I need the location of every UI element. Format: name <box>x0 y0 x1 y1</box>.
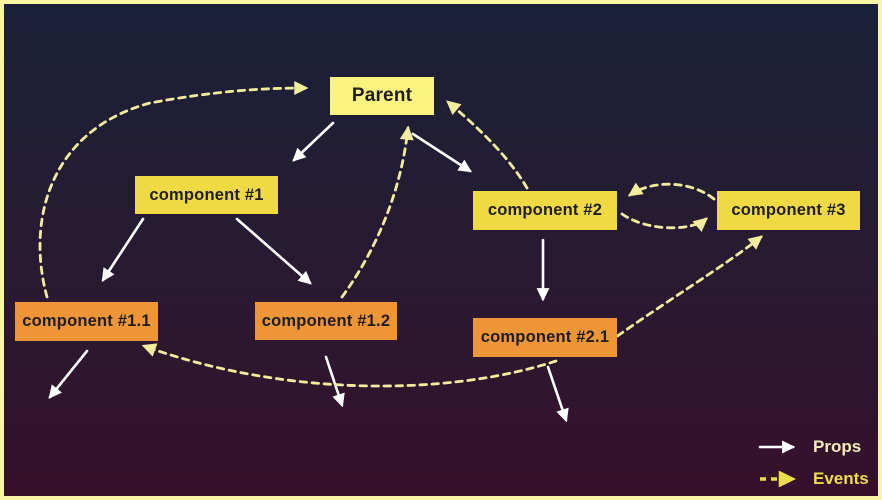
node-component-1-1-label: component #1.1 <box>22 312 151 330</box>
node-parent-label: Parent <box>351 85 413 106</box>
edge-events-component1_1-parent <box>38 81 309 299</box>
node-component-2: component #2 <box>473 191 617 230</box>
node-component-1-1: component #1.1 <box>15 302 158 341</box>
node-component-2-label: component #2 <box>487 201 603 219</box>
node-component-1: component #1 <box>135 176 278 214</box>
legend-row-events: Events <box>757 468 869 489</box>
node-component-3: component #3 <box>717 191 860 230</box>
node-parent: Parent <box>330 77 434 115</box>
edge-events-component3-component2 <box>627 182 716 201</box>
edge-props-component1_1-offscreen <box>48 349 89 399</box>
node-component-1-2-label: component #1.2 <box>261 311 391 330</box>
legend-row-props: Props <box>757 436 869 457</box>
edge-events-component2_1-component3 <box>596 235 763 352</box>
edge-props-component2_1-offscreen <box>546 365 569 423</box>
node-component-3-label: component #3 <box>731 201 846 219</box>
edge-props-component1-component1_1 <box>101 217 145 282</box>
props-arrow-icon <box>758 440 796 453</box>
edge-props-component1_2-offscreen <box>324 355 345 408</box>
node-component-2-1: component #2.1 <box>473 318 617 357</box>
edge-events-component1_2-parent <box>340 125 414 299</box>
legend-props-label: Props <box>813 436 862 456</box>
edge-events-component2-component3 <box>620 212 708 232</box>
edge-props-parent-component2 <box>411 132 472 173</box>
legend: Props Events <box>757 436 869 489</box>
edge-props-component1-component1_2 <box>235 217 312 285</box>
edge-events-component2_1-component1_1 <box>141 343 558 388</box>
node-component-1-2: component #1.2 <box>255 302 397 340</box>
node-component-2-1-label: component #2.1 <box>480 328 610 346</box>
node-component-1-label: component #1 <box>149 185 264 204</box>
edge-events-component2-parent <box>446 100 529 190</box>
edge-props-parent-component1 <box>292 121 335 162</box>
legend-events-label: Events <box>813 468 869 488</box>
events-arrow-icon <box>760 470 797 487</box>
